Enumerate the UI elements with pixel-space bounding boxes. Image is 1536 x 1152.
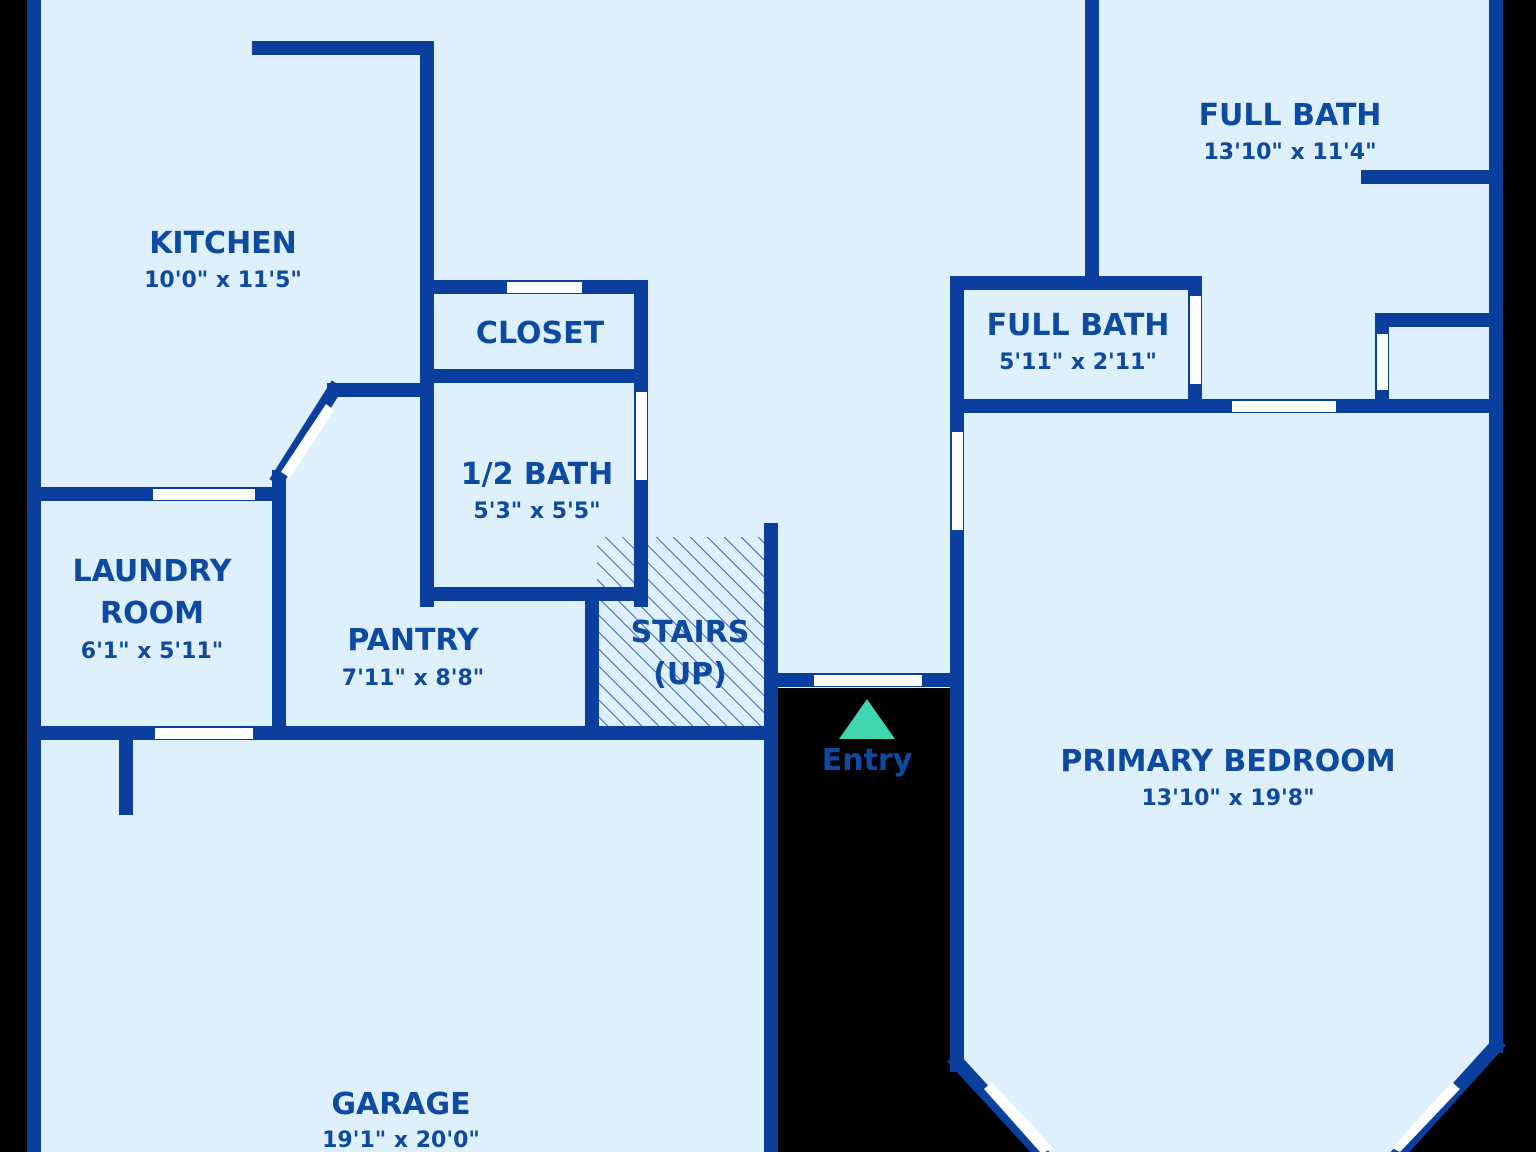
stairs-name-line2: (UP) — [653, 657, 727, 692]
wall-openings — [153, 282, 1460, 1152]
kitchen-dims: 10'0" x 11'5" — [144, 268, 302, 293]
full-bath-small-dims: 5'11" x 2'11" — [999, 350, 1157, 375]
garage-name: GARAGE — [331, 1087, 470, 1122]
full-bath-large-dims: 13'10" x 11'4" — [1203, 140, 1376, 165]
stairs-hatch — [597, 537, 767, 727]
pantry-name: PANTRY — [347, 623, 479, 658]
entry-label: Entry — [822, 743, 913, 778]
stairs-name-line1: STAIRS — [631, 615, 750, 650]
garage-dims: 19'1" x 20'0" — [322, 1128, 480, 1152]
half-bath-dims: 5'3" x 5'5" — [473, 499, 600, 524]
pantry-dims: 7'11" x 8'8" — [342, 666, 484, 691]
kitchen-name: KITCHEN — [149, 226, 297, 261]
closet-name: CLOSET — [476, 316, 605, 351]
primary-bedroom-dims: 13'10" x 19'8" — [1141, 786, 1314, 811]
half-bath-name: 1/2 BATH — [461, 457, 613, 492]
primary-bedroom-name: PRIMARY BEDROOM — [1060, 744, 1395, 779]
full-bath-large-name: FULL BATH — [1199, 98, 1382, 133]
laundry-name-line1: LAUNDRY — [73, 554, 233, 589]
full-bath-small-name: FULL BATH — [987, 308, 1170, 343]
entry-triangle-icon — [839, 699, 895, 739]
laundry-name-line2: ROOM — [100, 596, 204, 631]
laundry-dims: 6'1" x 5'11" — [81, 639, 223, 664]
